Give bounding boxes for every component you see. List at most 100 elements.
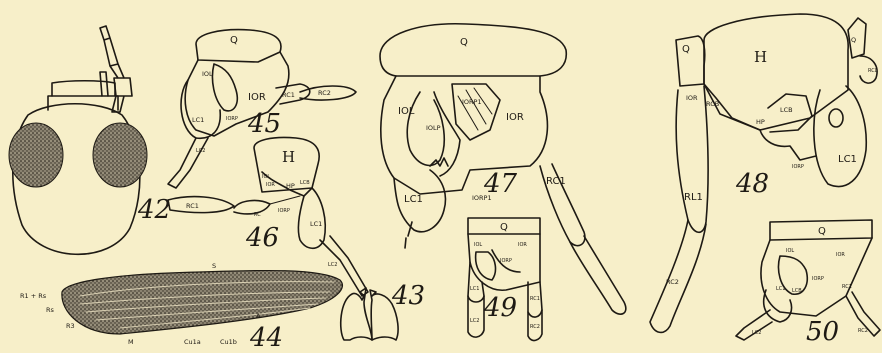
label-rc2: RC2 — [530, 324, 540, 330]
label-lc2: LC2 — [328, 262, 337, 268]
label-lc1: LC1 — [470, 286, 479, 292]
figure-number: 45 — [247, 109, 281, 139]
label-h: H — [282, 148, 295, 166]
lc1-lobe — [298, 188, 325, 248]
label-ior: IOR — [506, 112, 524, 123]
label-lc1: LC1 — [310, 220, 322, 228]
label-q: Q — [460, 37, 468, 48]
small-circle — [829, 109, 843, 127]
rc2-segment — [570, 236, 626, 314]
label-iol: IOL — [398, 106, 415, 117]
label-r1-rs: R1 + Rs — [20, 292, 47, 300]
label-lc2: LC2 — [196, 148, 205, 154]
label-rc1: RC1 — [842, 284, 852, 290]
figure-number: 49 — [483, 293, 517, 323]
label-lcb: LCB — [792, 288, 802, 294]
figure-number: 47 — [483, 169, 518, 199]
label-hp: HP — [286, 182, 295, 190]
label-iorp: IORP — [792, 164, 804, 170]
q-plate-left — [676, 36, 705, 86]
label-rc2: RC2 — [666, 278, 679, 286]
label-ior: IOR — [266, 182, 275, 188]
rc-segment — [234, 201, 270, 214]
head-plate-h — [704, 14, 848, 130]
label-s: S — [212, 262, 216, 270]
lc1-lobe — [764, 290, 792, 322]
label-iorp: IORP — [500, 258, 512, 264]
label-iorp1: IORP1 — [462, 98, 482, 106]
inner-lobe — [212, 64, 237, 111]
figure-49: Q IOL IOR IORP LC1 LC2 RC1 RC2 49 — [468, 218, 542, 340]
antenna-left-stub — [100, 72, 108, 96]
label-a: A — [256, 312, 261, 320]
label-r3: R3 — [66, 322, 75, 330]
label-h: H — [754, 48, 767, 66]
figure-number: 43 — [391, 281, 425, 311]
lc2-segment — [168, 138, 208, 188]
tip — [405, 222, 412, 248]
label-rc1: RC1 — [282, 91, 295, 99]
figure-50: Q IOL IOR LC1 LCB IORP RC1 LC2 RC2 50 — [736, 220, 880, 347]
label-lc2: LC2 — [470, 318, 479, 324]
figure-number: 48 — [735, 169, 769, 199]
figure-47: Q IOL IOLP IORP1 IOR LC1 IORP1 RC1 47 — [380, 24, 626, 314]
lc1-lobe — [814, 86, 866, 186]
main-body — [381, 76, 548, 194]
mandible-left — [341, 288, 372, 340]
label-cu1b: Cu1b — [220, 338, 237, 346]
label-rc2: RC2 — [318, 89, 331, 97]
compound-eye-right — [93, 123, 147, 187]
label-rl1: RL1 — [684, 192, 703, 203]
label-rc2: RC2 — [858, 328, 868, 334]
figure-number: 42 — [137, 195, 171, 225]
rl1-segment — [676, 86, 708, 232]
label-iol: IOL — [262, 174, 270, 180]
iorp-lines — [458, 88, 492, 130]
label-rcb: RCB — [706, 100, 719, 108]
label-iorp: IORP — [226, 116, 238, 122]
label-iol: IOL — [786, 248, 794, 254]
scape-plate-q — [196, 30, 281, 62]
label-m: M — [128, 338, 134, 346]
label-hp: HP — [756, 118, 765, 126]
label-ior: IOR — [686, 94, 698, 102]
compound-eye-left — [9, 123, 63, 187]
rc2-segment — [650, 220, 706, 332]
q-plate — [380, 24, 566, 76]
label-lc1: LC1 — [776, 286, 785, 292]
label-lc1: LC1 — [192, 116, 204, 124]
label-q: Q — [851, 36, 856, 44]
label-lc1: LC1 — [404, 194, 423, 205]
label-q: Q — [682, 44, 690, 55]
label-rs: Rs — [46, 306, 55, 314]
figure-43: 43 — [341, 281, 425, 340]
label-q: Q — [818, 226, 826, 237]
hp-notch — [760, 130, 816, 160]
label-iol: IOL — [474, 242, 482, 248]
label-q: Q — [230, 35, 238, 46]
label-iorp: IORP — [278, 208, 290, 214]
label-rc1: RC1 — [186, 202, 199, 210]
label-ior: IOR — [836, 252, 845, 258]
label-ior: IOR — [518, 242, 527, 248]
label-rcl: RCL — [868, 68, 878, 74]
figure-42: 42 — [9, 26, 171, 254]
lc1-seg — [468, 262, 484, 302]
connector — [270, 196, 300, 204]
label-lc1: LC1 — [838, 154, 857, 165]
label-rc1: RC1 — [530, 296, 540, 302]
label-lcb: LCB — [300, 180, 310, 186]
label-iol: IOL — [202, 70, 213, 78]
label-rc1: RC1 — [546, 176, 566, 187]
label-ior: IOR — [248, 92, 266, 103]
figure-number: 50 — [806, 317, 839, 347]
rc1-segment — [168, 197, 234, 213]
label-lc2: LC2 — [752, 330, 761, 336]
label-lcb: LCB — [780, 106, 793, 114]
clypeus-upper — [52, 81, 115, 96]
figure-number: 44 — [249, 323, 283, 353]
antenna-segments — [100, 26, 132, 112]
iorp-fold — [452, 84, 500, 140]
label-cu1a: Cu1a — [184, 338, 201, 346]
